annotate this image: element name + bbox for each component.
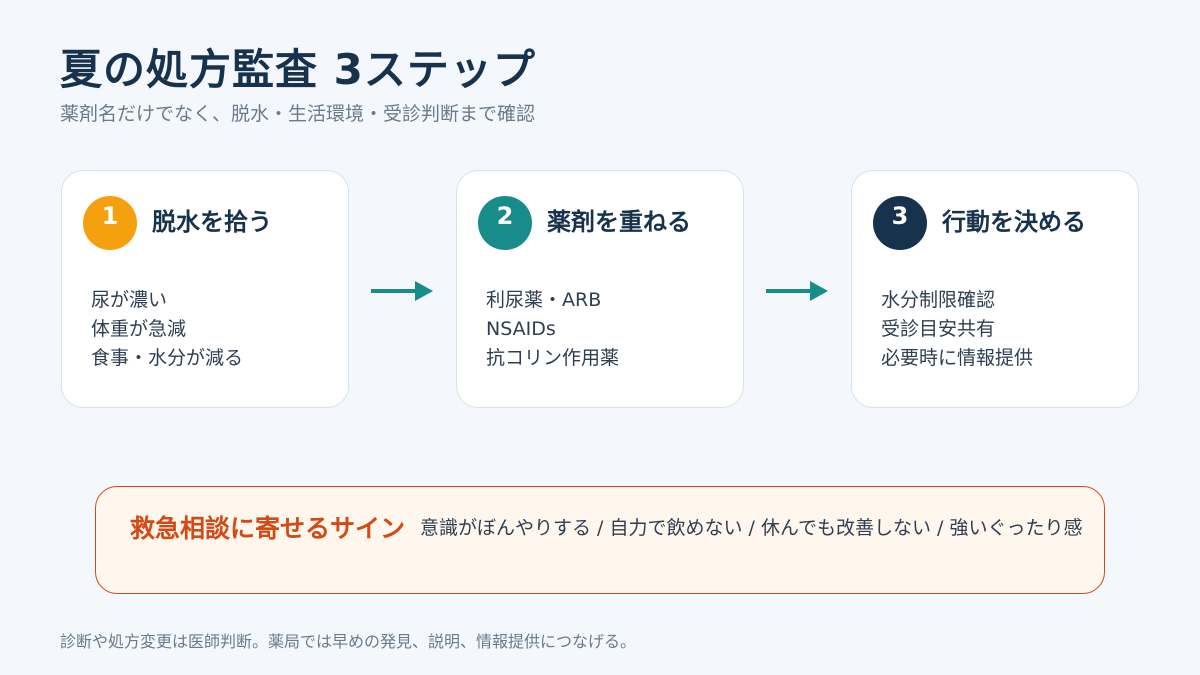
step-detail-line: 利尿薬・ARB: [486, 289, 602, 311]
step-details: 水分制限確認 受診目安共有 必要時に情報提供: [881, 286, 1033, 373]
footnote: 診断や処方変更は医師判断。薬局では早めの発見、説明、情報提供につなげる。: [60, 632, 637, 651]
step-card-3: 3 行動を決める 水分制限確認 受診目安共有 必要時に情報提供: [851, 170, 1139, 408]
arrow-right-icon: [766, 281, 828, 301]
step-detail-line: 必要時に情報提供: [881, 347, 1034, 369]
page-subtitle: 薬剤名だけでなく、脱水・生活環境・受診判断まで確認: [60, 103, 536, 125]
step-card-1: 1 脱水を拾う 尿が濃い 体重が急減 食事・水分が減る: [61, 170, 349, 408]
step-detail-line: 水分制限確認: [881, 289, 996, 311]
step-number-badge: 1: [83, 196, 137, 250]
emergency-signs-title: 救急相談に寄せるサイン: [130, 514, 406, 543]
step-number-badge: 2: [478, 196, 532, 250]
step-detail-line: 食事・水分が減る: [91, 347, 244, 369]
emergency-signs-list: 意識がぼんやりする / 自力で飲めない / 休んでも改善しない / 強いぐったり…: [420, 517, 1083, 539]
step-title: 薬剤を重ねる: [547, 208, 691, 236]
step-card-2: 2 薬剤を重ねる 利尿薬・ARB NSAIDs 抗コリン作用薬: [456, 170, 744, 408]
step-title: 脱水を拾う: [152, 208, 272, 236]
step-details: 利尿薬・ARB NSAIDs 抗コリン作用薬: [486, 286, 619, 373]
emergency-signs-box: 救急相談に寄せるサイン 意識がぼんやりする / 自力で飲めない / 休んでも改善…: [95, 486, 1105, 594]
arrow-right-icon: [371, 281, 433, 301]
step-details: 尿が濃い 体重が急減 食事・水分が減る: [91, 286, 243, 373]
step-detail-line: 尿が濃い: [91, 289, 168, 311]
step-detail-line: 体重が急減: [91, 318, 187, 340]
page-title: 夏の処方監査 3ステップ: [60, 45, 536, 94]
step-title: 行動を決める: [942, 208, 1086, 236]
step-number-badge: 3: [873, 196, 927, 250]
step-detail-line: 受診目安共有: [881, 318, 996, 340]
step-detail-line: 抗コリン作用薬: [486, 347, 620, 369]
step-detail-line: NSAIDs: [486, 318, 556, 340]
